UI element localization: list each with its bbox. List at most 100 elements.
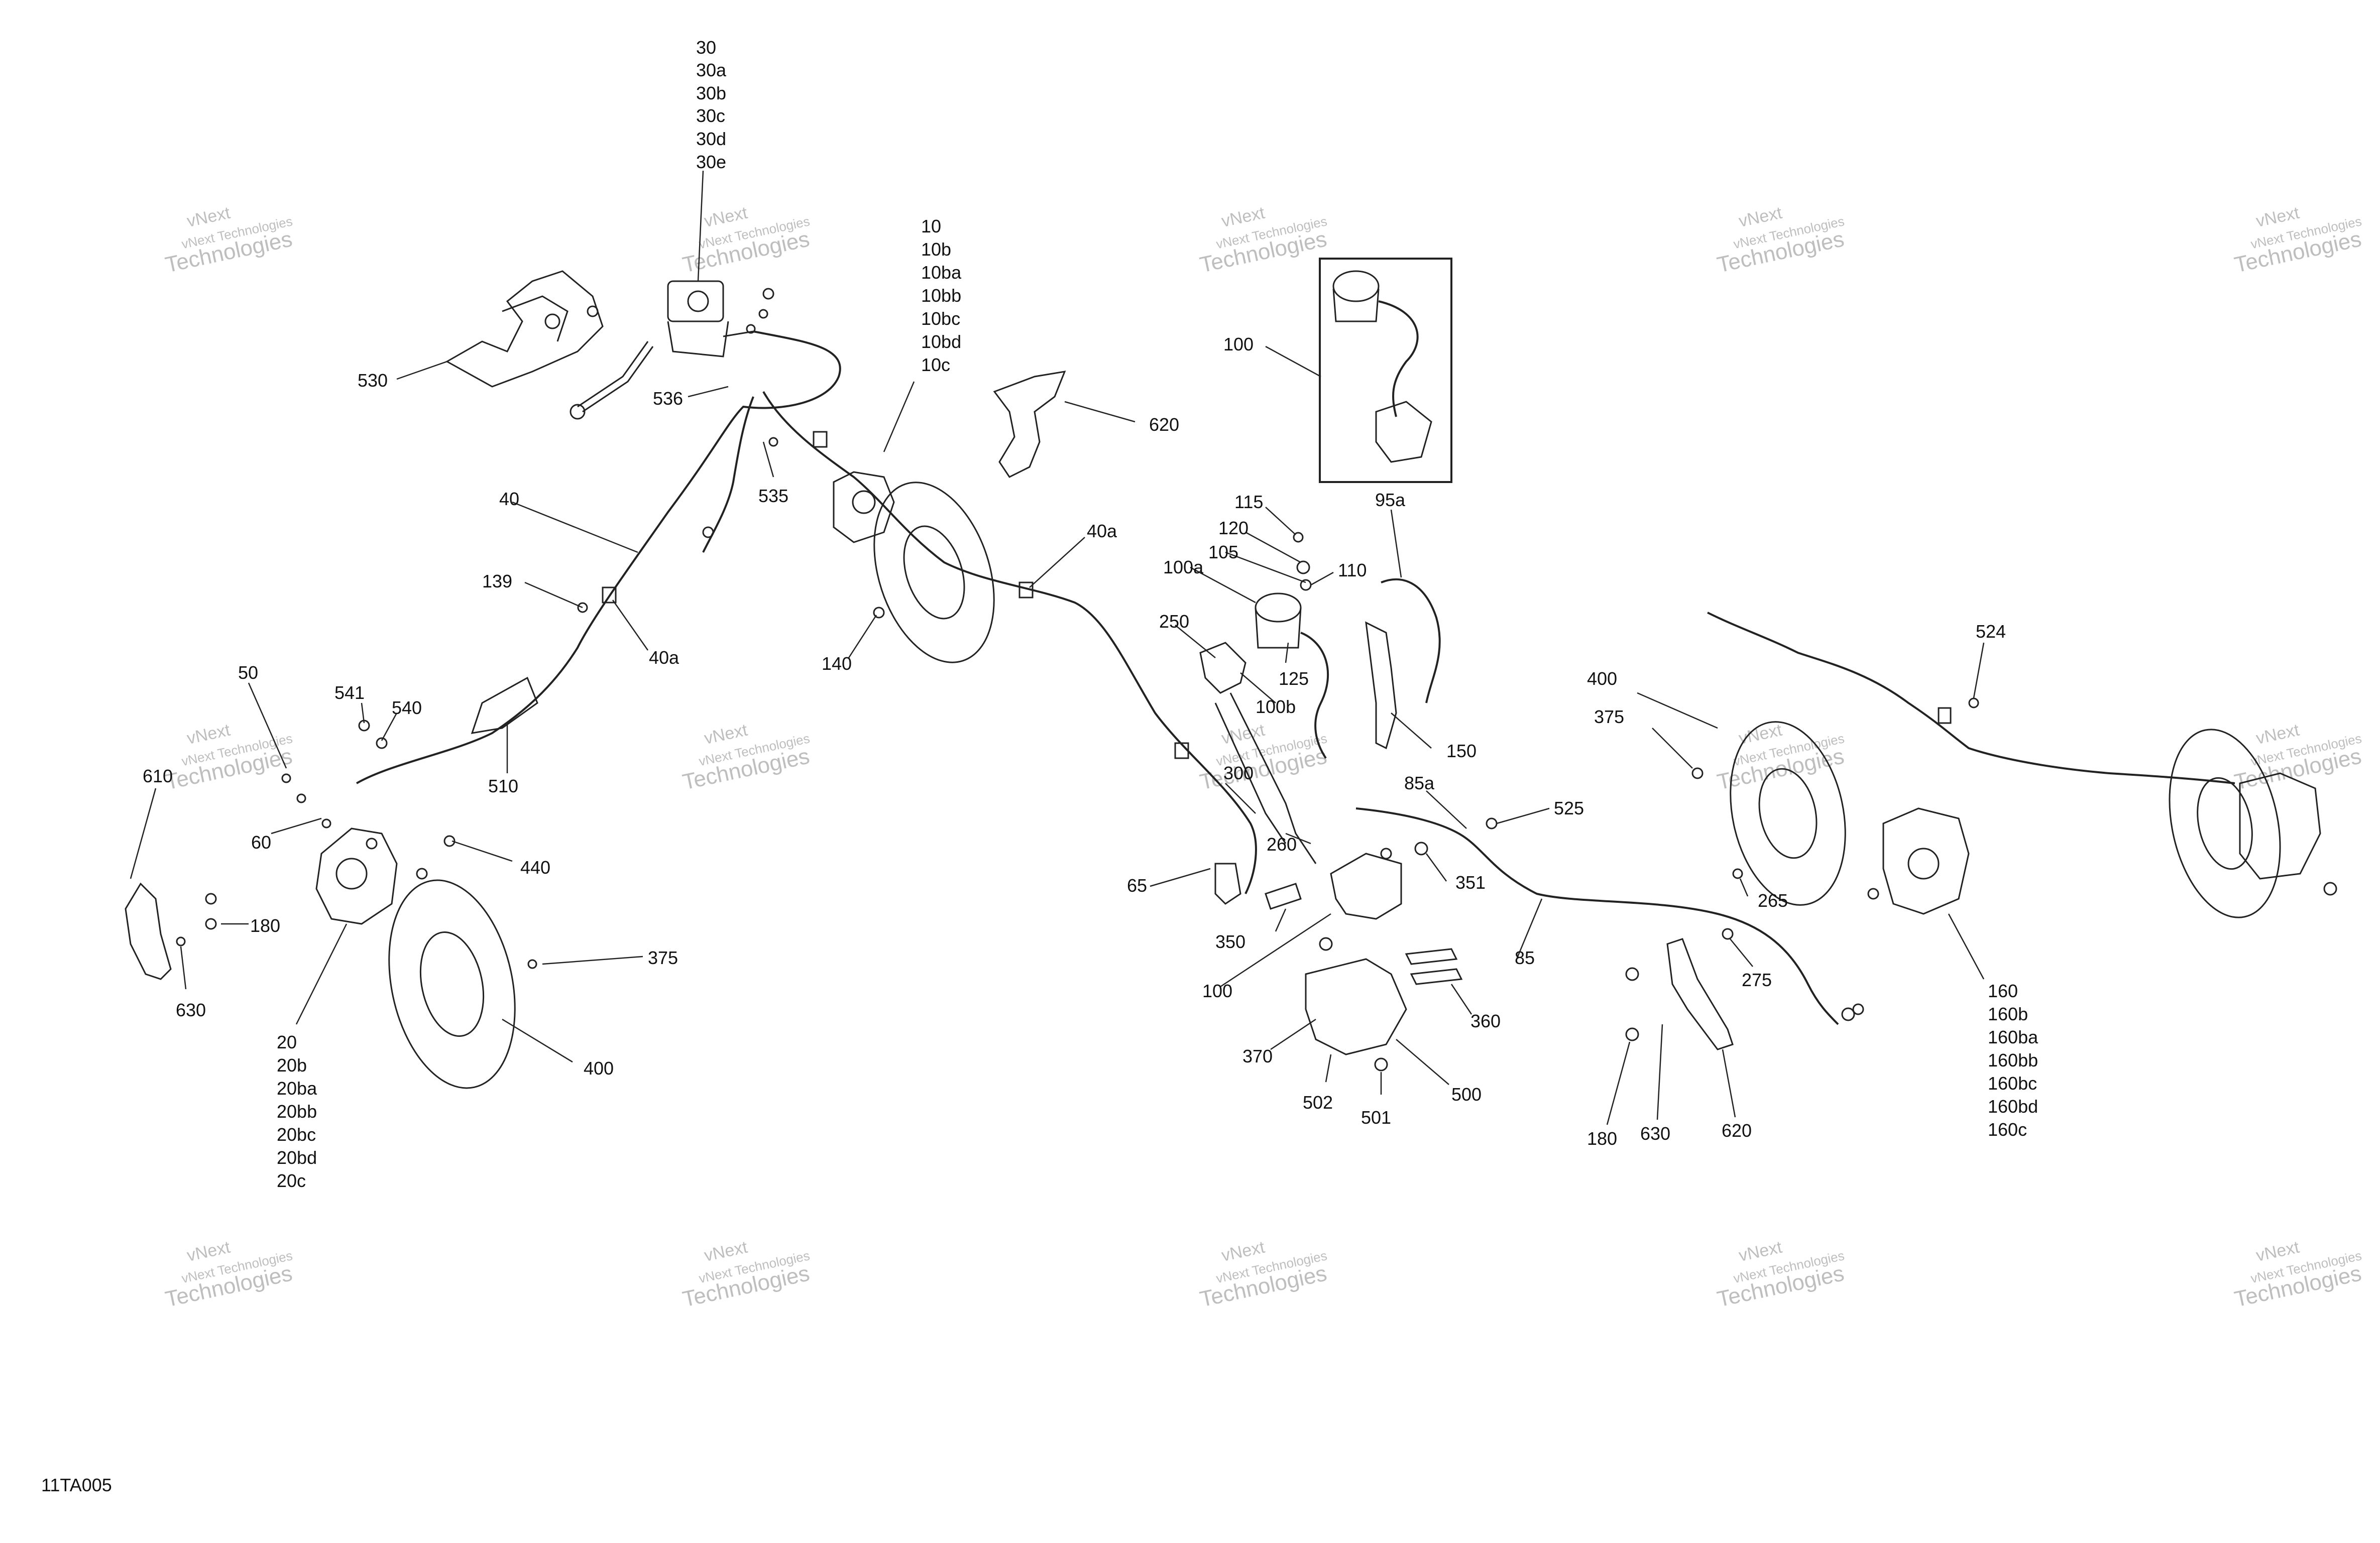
callout: 540: [392, 697, 422, 718]
callout: 40a: [649, 647, 679, 668]
reservoir-hose: [1381, 578, 1441, 703]
callout-labels: 30 30a 30b 30c 30d 30e 10 10b 10ba 10bb …: [41, 37, 2038, 1495]
brake-hose-long: [1707, 612, 2235, 784]
callout: 105: [1208, 542, 1238, 562]
callout: 536: [653, 388, 683, 409]
hose-clip: [602, 586, 617, 604]
svg-text:vNext: vNext: [1220, 1238, 1267, 1265]
svg-text:vNext: vNext: [2254, 203, 2301, 231]
callout: 375: [648, 947, 678, 968]
brake-pedal: [1199, 642, 1246, 694]
callout: 265: [1758, 890, 1788, 911]
callout: 20bc: [277, 1124, 316, 1145]
callout: 510: [488, 776, 518, 796]
watermark: vNext vNext Technologies Technologies: [681, 1238, 812, 1312]
hose-clip: [1174, 742, 1189, 759]
callout-group-20: 20 20b 20ba 20bb 20bc 20bd 20c: [277, 1032, 317, 1191]
callout: 620: [1149, 414, 1179, 435]
callout: 65: [1127, 875, 1147, 896]
watermark: vNext vNext Technologies Technologies: [681, 203, 812, 278]
hose-clip: [1018, 581, 1034, 599]
callout: 501: [1361, 1107, 1391, 1128]
callout: 10: [921, 216, 941, 236]
callout: 40a: [1087, 521, 1117, 541]
callout: 30e: [696, 152, 726, 172]
callout: 275: [1742, 970, 1772, 990]
callout: 630: [176, 1000, 206, 1020]
brake-hose-front: [356, 330, 1257, 894]
mounting-bolt: [1405, 948, 1458, 965]
callout-group-160: 160 160b 160ba 160bb 160bc 160bd 160c: [1988, 981, 2038, 1140]
mounting-plate: [1305, 958, 1407, 1055]
front-caliper-left: [315, 827, 398, 925]
svg-text:vNext: vNext: [2254, 721, 2301, 748]
callout: 535: [758, 486, 788, 506]
callout: 30a: [696, 60, 727, 80]
callout: 630: [1640, 1123, 1670, 1144]
watermark: vNext vNext Technologies Technologies: [681, 721, 812, 795]
reservoir: [1255, 592, 1329, 759]
svg-text:vNext: vNext: [1737, 721, 1784, 748]
watermark: vNext vNext Technologies Technologies: [2232, 1238, 2363, 1312]
callout: 160bc: [1988, 1073, 2037, 1094]
pedal-pivot: [1229, 692, 1317, 864]
master-cylinder-inset: [1319, 258, 1452, 483]
callout: 30b: [696, 83, 726, 103]
callout: 160ba: [1988, 1027, 2038, 1047]
callout: 20ba: [277, 1078, 317, 1099]
callout: 525: [1554, 798, 1584, 818]
mounting-bolt: [1410, 968, 1463, 985]
callout: 440: [520, 857, 550, 878]
callout: 100b: [1256, 696, 1296, 717]
callout: 180: [250, 915, 280, 936]
watermark-layer: vNext vNext Technologies Technologies vN…: [163, 203, 2363, 1312]
callout: 160: [1988, 981, 2018, 1001]
callout: 30d: [696, 129, 726, 149]
brake-hose-rear: [1355, 807, 1839, 1025]
callout: 10ba: [921, 262, 962, 283]
handlebar-bracket: [445, 270, 604, 388]
callout: 524: [1976, 621, 2006, 642]
banjo-fitting: [1365, 621, 1397, 750]
rear-master-cylinder: [1330, 853, 1402, 920]
svg-text:vNext: vNext: [1220, 203, 1267, 231]
hose-nut: [1852, 1003, 1864, 1015]
callout: 541: [334, 682, 365, 703]
callout: 375: [1594, 706, 1624, 727]
callout: 360: [1470, 1011, 1501, 1031]
callout: 300: [1223, 763, 1254, 783]
bolt: [1374, 1057, 1388, 1072]
front-brake-disc-right: [873, 482, 995, 663]
svg-text:vNext: vNext: [1737, 1238, 1784, 1265]
callout: 10bb: [921, 285, 961, 306]
watermark: vNext vNext Technologies Technologies: [2232, 203, 2363, 278]
washer: [1319, 937, 1333, 951]
callout: 351: [1455, 872, 1486, 893]
callout: 85a: [1404, 773, 1435, 793]
callout: 30c: [696, 105, 725, 126]
callout: 60: [251, 832, 271, 853]
callout: 610: [143, 766, 173, 786]
callout: 95a: [1375, 490, 1406, 510]
callout: 20: [277, 1032, 297, 1052]
mount-bracket-left: [125, 882, 172, 980]
watermark: vNext vNext Technologies Technologies: [1715, 721, 1846, 795]
callout: 10bd: [921, 331, 961, 352]
callout: 502: [1303, 1092, 1333, 1113]
hose-nut: [1841, 1007, 1855, 1021]
callout: 110: [1338, 560, 1367, 580]
brake-pedal-arm: [993, 371, 1066, 478]
callout: 10bc: [921, 308, 960, 329]
callout: 85: [1515, 947, 1535, 968]
pivot-bolt: [1265, 883, 1302, 910]
callout: 115: [1234, 492, 1263, 512]
svg-text:vNext: vNext: [1737, 203, 1784, 231]
callout: 500: [1451, 1084, 1482, 1105]
callout: 160b: [1988, 1004, 2028, 1024]
callout: 100: [1223, 334, 1254, 354]
callout: 20b: [277, 1055, 307, 1076]
callout: 100a: [1163, 557, 1204, 577]
front-brake-disc-left: [388, 879, 516, 1089]
callout: 125: [1279, 668, 1309, 689]
svg-text:vNext: vNext: [703, 721, 749, 748]
